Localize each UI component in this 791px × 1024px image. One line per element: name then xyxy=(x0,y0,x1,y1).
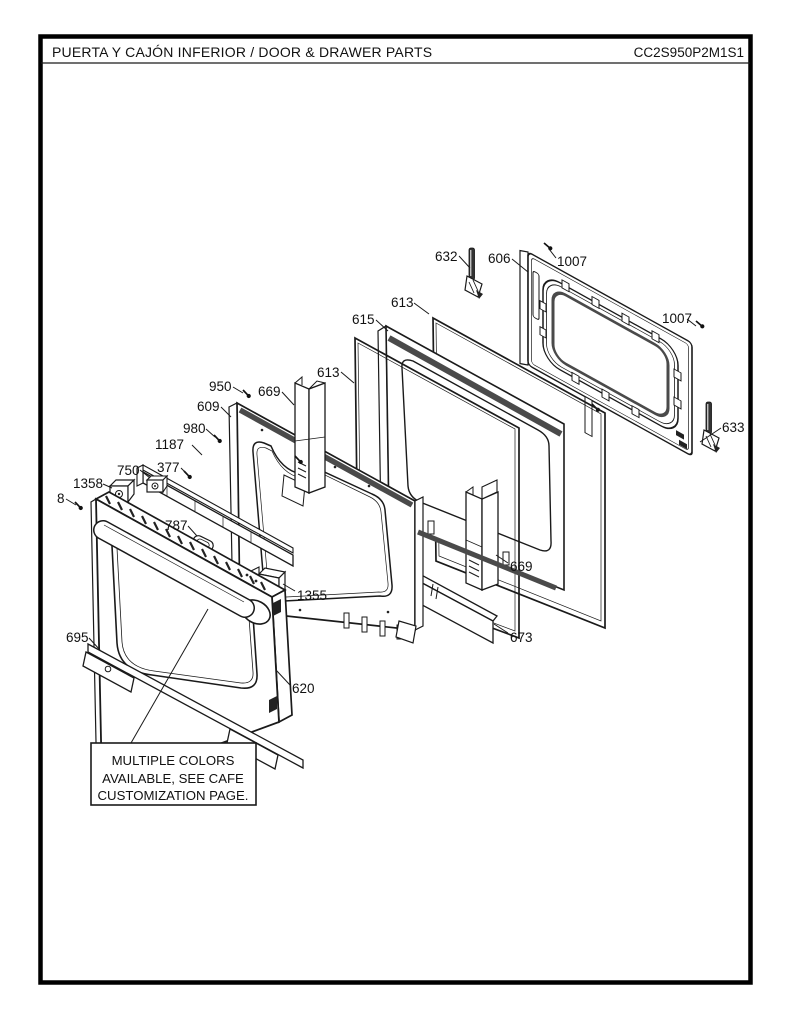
hinge-receiver-right-633 xyxy=(701,401,720,453)
note-line-3: CUSTOMIZATION PAGE. xyxy=(98,788,249,803)
spacer-channel-left-669 xyxy=(294,375,326,494)
color-note-callout: MULTIPLE COLORS AVAILABLE, SEE CAFE CUST… xyxy=(90,608,257,806)
screw-1007-top xyxy=(542,242,554,252)
glass-frame-lower-rail xyxy=(417,529,557,591)
part-label-669-right: 669 xyxy=(510,559,533,574)
part-label-1358: 1358 xyxy=(73,476,103,491)
part-label-8: 8 xyxy=(57,491,65,506)
screw-950 xyxy=(240,389,253,400)
part-label-669-left: 669 xyxy=(258,384,281,399)
note-box xyxy=(90,742,257,806)
screw-8 xyxy=(72,501,85,512)
page-border xyxy=(38,34,753,985)
part-label-609: 609 xyxy=(197,399,220,414)
part-label-787: 787 xyxy=(165,518,188,533)
part-label-950: 950 xyxy=(209,379,232,394)
part-label-615: 615 xyxy=(352,312,375,327)
part-label-750: 750 xyxy=(117,463,140,478)
part-label-695: 695 xyxy=(66,630,89,645)
screw-1007-right xyxy=(694,320,706,330)
part-label-620: 620 xyxy=(292,681,315,696)
part-labels: 632 606 1007 1007 613 615 613 950 669 60… xyxy=(57,248,745,696)
part-label-377: 377 xyxy=(157,460,180,475)
frame-glass-clips xyxy=(539,279,682,419)
part-label-606: 606 xyxy=(488,251,511,266)
part-label-1007-top: 1007 xyxy=(557,254,587,269)
bracket-750 xyxy=(145,474,169,494)
model-number: CC2S950P2M1S1 xyxy=(634,45,744,60)
hinge-receiver-left-632 xyxy=(464,247,483,299)
note-leader-line xyxy=(130,608,209,744)
spacer-channel-right-669 xyxy=(465,479,499,591)
part-label-980: 980 xyxy=(183,421,206,436)
part-label-633: 633 xyxy=(722,420,745,435)
part-label-632: 632 xyxy=(435,249,458,264)
door-handle xyxy=(93,520,271,625)
part-label-673: 673 xyxy=(510,630,533,645)
note-line-2: AVAILABLE, SEE CAFE xyxy=(102,771,244,786)
trim-strip-1187 xyxy=(136,464,294,568)
note-line-1: MULTIPLE COLORS xyxy=(112,753,235,768)
part-label-1007-right: 1007 xyxy=(662,311,692,326)
part-label-1187: 1187 xyxy=(155,437,184,452)
part-label-1355: 1355 xyxy=(297,588,327,603)
door-vent-slots xyxy=(105,495,266,591)
outer-door-panel-620 xyxy=(90,491,293,792)
screw-377 xyxy=(181,470,194,481)
rear-door-frame-606 xyxy=(519,249,693,456)
part-label-613-front: 613 xyxy=(317,365,340,380)
bracket-1358 xyxy=(108,478,136,504)
page-title: PUERTA Y CAJÓN INFERIOR / DOOR & DRAWER … xyxy=(52,44,432,60)
part-label-613-rear: 613 xyxy=(391,295,414,310)
